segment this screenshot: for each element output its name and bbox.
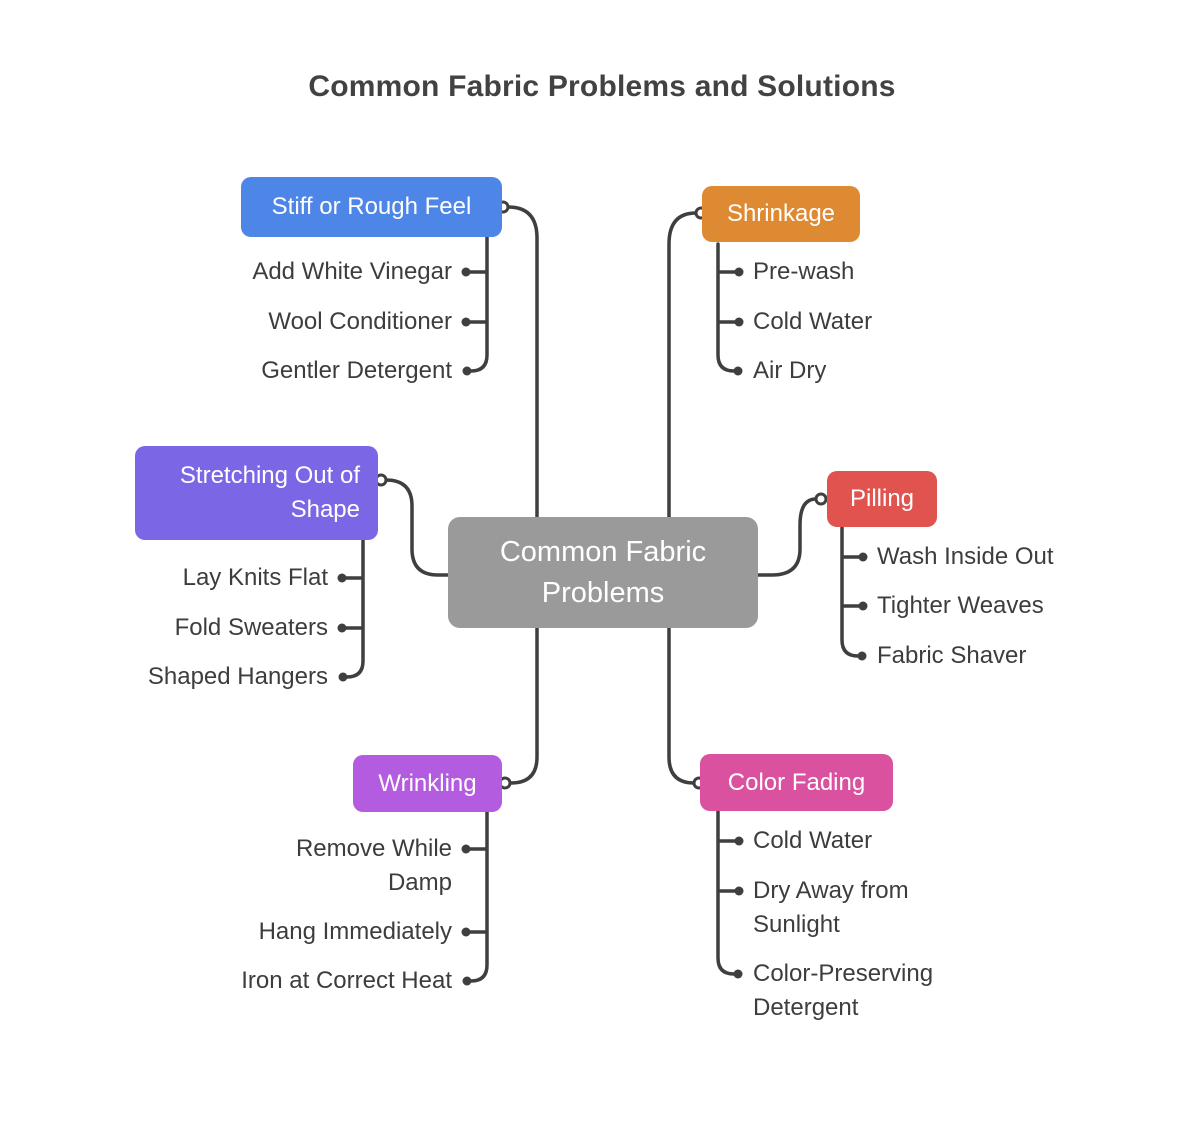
node-common-fabric-problems: Common Fabric Problems <box>448 517 758 628</box>
dot-stretch-child-1 <box>337 623 347 633</box>
solution-air-dry: Air Dry <box>753 357 827 384</box>
solution-gentler-detergent: Gentler Detergent <box>261 357 452 384</box>
dot-pilling-child-1 <box>858 601 868 611</box>
solution-wool-conditioner: Wool Conditioner <box>268 308 452 335</box>
anchor-pilling <box>814 492 828 506</box>
bracket-shrink <box>716 242 737 373</box>
solution-lay-knits-flat: Lay Knits Flat <box>182 564 328 591</box>
node-stretching-out-of-shape: Stretching Out of Shape <box>135 446 378 540</box>
node-pilling: Pilling <box>827 471 937 527</box>
solution-pre-wash: Pre-wash <box>753 258 855 285</box>
solution-tighter-weaves: Tighter Weaves <box>877 592 1044 619</box>
dot-shrink-child-2 <box>733 366 743 376</box>
solution-shaped-hangers: Shaped Hangers <box>147 663 328 690</box>
dot-shrink-child-1 <box>734 317 744 327</box>
connector-pilling-center <box>756 497 818 577</box>
solution-hang-immediately: Hang Immediately <box>258 918 452 945</box>
bracket-pilling <box>840 525 861 658</box>
connector-wrinkling-center <box>508 626 539 785</box>
bracket-stretch <box>344 538 365 679</box>
solution-color-preserving-detergent: Color-Preserving Detergent <box>753 960 934 1021</box>
dot-shrink-child-0 <box>734 267 744 277</box>
solution-fabric-shaver: Fabric Shaver <box>877 642 1027 669</box>
dot-wrinkling-child-0 <box>461 844 471 854</box>
bracket-wrinkling <box>468 810 489 983</box>
dot-stretch-child-2 <box>338 672 348 682</box>
connector-stretch-center <box>384 478 450 577</box>
dot-stiff-child-1 <box>461 317 471 327</box>
bracket-stiff <box>468 235 489 373</box>
dot-stretch-child-0 <box>337 573 347 583</box>
dot-pilling-child-2 <box>857 651 867 661</box>
connector-fading-center <box>667 626 696 785</box>
connector-stiff-center <box>506 205 539 519</box>
node-color-fading: Color Fading <box>700 754 893 811</box>
solution-fold-sweaters: Fold Sweaters <box>174 614 328 641</box>
dot-fading-child-1 <box>734 886 744 896</box>
solution-cold-water-fading: Cold Water <box>753 827 873 854</box>
dot-fading-child-0 <box>734 836 744 846</box>
page-title: Common Fabric Problems and Solutions <box>308 70 896 103</box>
dot-stiff-child-0 <box>461 267 471 277</box>
solution-dry-away-from-sunlight: Dry Away from Sunlight <box>753 877 909 938</box>
dot-wrinkling-child-2 <box>462 976 472 986</box>
solution-add-white-vinegar: Add White Vinegar <box>252 258 452 285</box>
solution-wash-inside-out: Wash Inside Out <box>877 543 1054 570</box>
node-shrinkage: Shrinkage <box>702 186 860 242</box>
solution-remove-while-damp: Remove While Damp <box>295 835 452 896</box>
solution-cold-water-shrinkage: Cold Water <box>753 308 873 335</box>
connector-shrink-center <box>667 211 698 519</box>
node-wrinkling: Wrinkling <box>353 755 502 812</box>
bracket-fading <box>716 809 737 976</box>
dot-pilling-child-0 <box>858 552 868 562</box>
node-stiff-or-rough-feel: Stiff or Rough Feel <box>241 177 502 237</box>
dot-wrinkling-child-1 <box>461 927 471 937</box>
dot-fading-child-2 <box>733 969 743 979</box>
dot-stiff-child-2 <box>462 366 472 376</box>
solution-iron-at-correct-heat: Iron at Correct Heat <box>241 967 452 994</box>
